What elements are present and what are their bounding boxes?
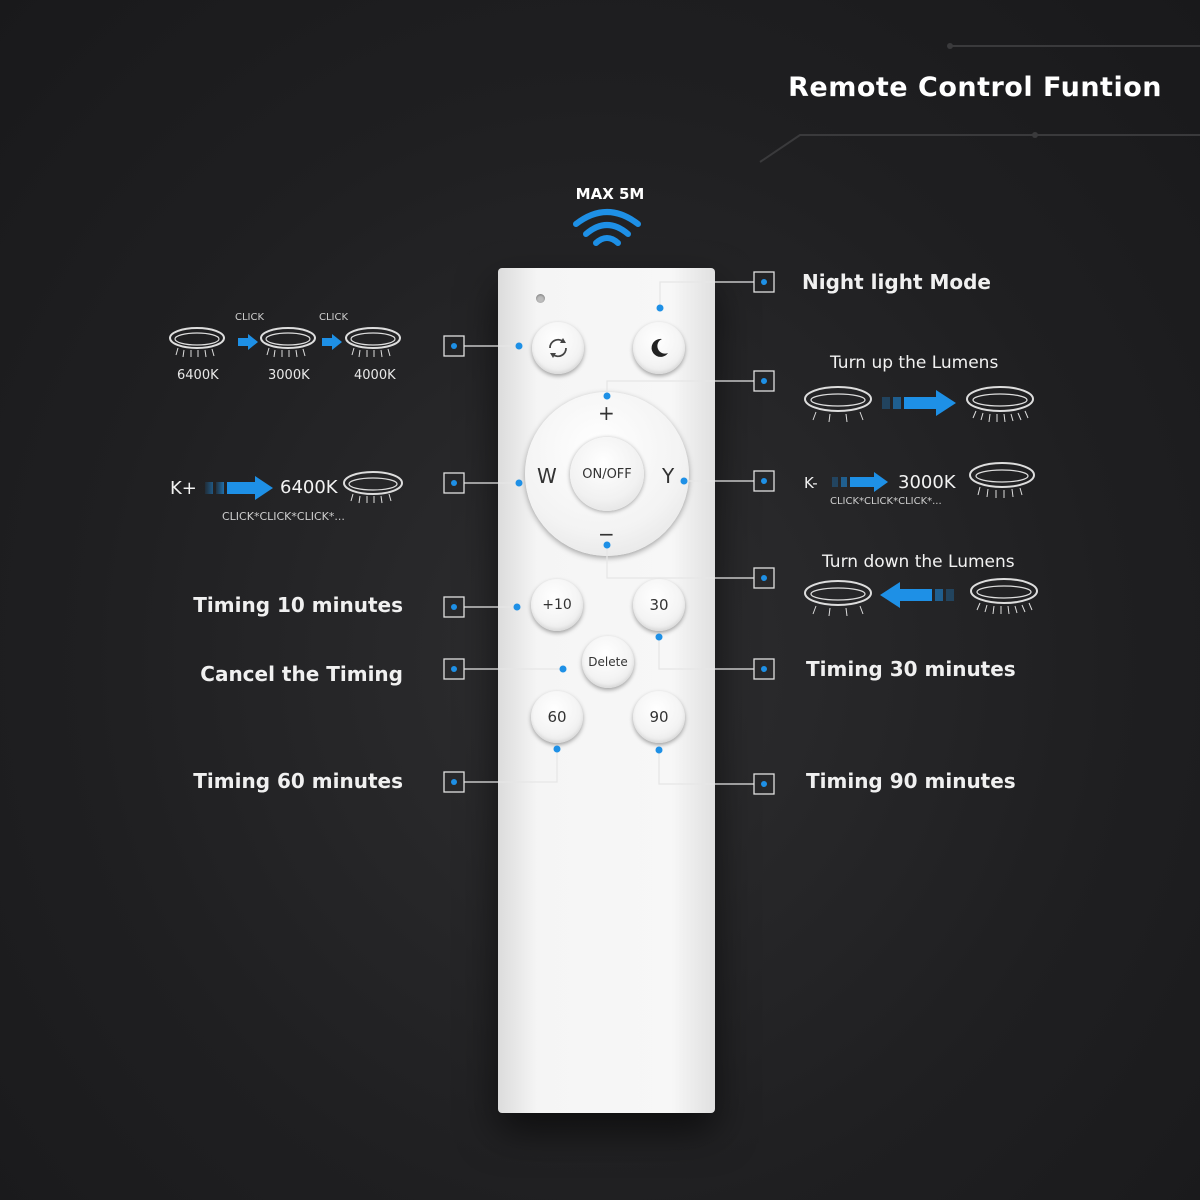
indicator-led [536, 294, 545, 303]
timing-30-label: Timing 30 minutes [806, 657, 1016, 681]
gradient-arrow-right-icon [882, 390, 956, 416]
range-label: MAX 5M [575, 185, 645, 203]
ceiling-light-icon [343, 471, 403, 504]
timing-10-label: Timing 10 minutes [193, 593, 403, 617]
ceiling-light-dim-icon [804, 386, 872, 423]
ceiling-light-icon [260, 327, 316, 358]
ceiling-light-icon [169, 327, 225, 358]
temp-label-4000k: 4000K [354, 368, 396, 383]
color-cycle-button[interactable] [532, 322, 584, 374]
temp-label-6400k: 6400K [177, 368, 219, 383]
cool-key-button[interactable]: Y [662, 464, 675, 488]
lumens-up-label: Turn up the Lumens [830, 353, 999, 373]
cycle-arrows-icon [549, 338, 567, 358]
cancel-timing-label: Cancel the Timing [200, 662, 403, 686]
k-minus-temp: 3000K [898, 472, 956, 493]
ceiling-light-bright-icon [966, 386, 1034, 423]
brightness-up-button[interactable]: + [598, 401, 615, 425]
night-light-label: Night light Mode [802, 270, 991, 294]
ceiling-light-icon [969, 462, 1035, 498]
gradient-arrow-right-icon [205, 476, 273, 500]
timing-60-label: Timing 60 minutes [193, 769, 403, 793]
power-button[interactable]: ON/OFF [570, 437, 644, 511]
brightness-down-button[interactable]: − [598, 522, 615, 546]
ceiling-light-dim-icon [804, 580, 872, 617]
k-plus-temp: 6400K [280, 477, 338, 498]
warm-key-button[interactable]: W [537, 464, 557, 488]
k-minus-label: K- [804, 474, 818, 492]
click-label: CLICK [235, 312, 265, 323]
timer-30-button[interactable]: 30 [633, 579, 685, 631]
delete-timer-button[interactable]: Delete [582, 636, 634, 688]
k-plus-label: K+ [170, 478, 197, 499]
temp-label-3000k: 3000K [268, 368, 310, 383]
ceiling-light-bright-icon [970, 578, 1038, 615]
timer-10-button[interactable]: +10 [531, 579, 583, 631]
gradient-arrow-right-icon [832, 472, 888, 492]
ceiling-light-icon [345, 327, 401, 358]
k-plus-clicks: CLICK*CLICK*CLICK*... [222, 510, 345, 523]
moon-icon [651, 338, 668, 357]
arrow-right-icon [238, 334, 258, 350]
gradient-arrow-left-icon [880, 582, 954, 608]
page-title: Remote Control Funtion [788, 72, 1162, 103]
timer-90-button[interactable]: 90 [633, 691, 685, 743]
timer-60-button[interactable]: 60 [531, 691, 583, 743]
arrow-right-icon [322, 334, 342, 350]
k-minus-clicks: CLICK*CLICK*CLICK*... [830, 496, 942, 507]
wifi-signal-icon [573, 209, 641, 246]
lumens-down-label: Turn down the Lumens [822, 552, 1015, 572]
night-light-button[interactable] [633, 322, 685, 374]
click-label: CLICK [319, 312, 349, 323]
timing-90-label: Timing 90 minutes [806, 769, 1016, 793]
